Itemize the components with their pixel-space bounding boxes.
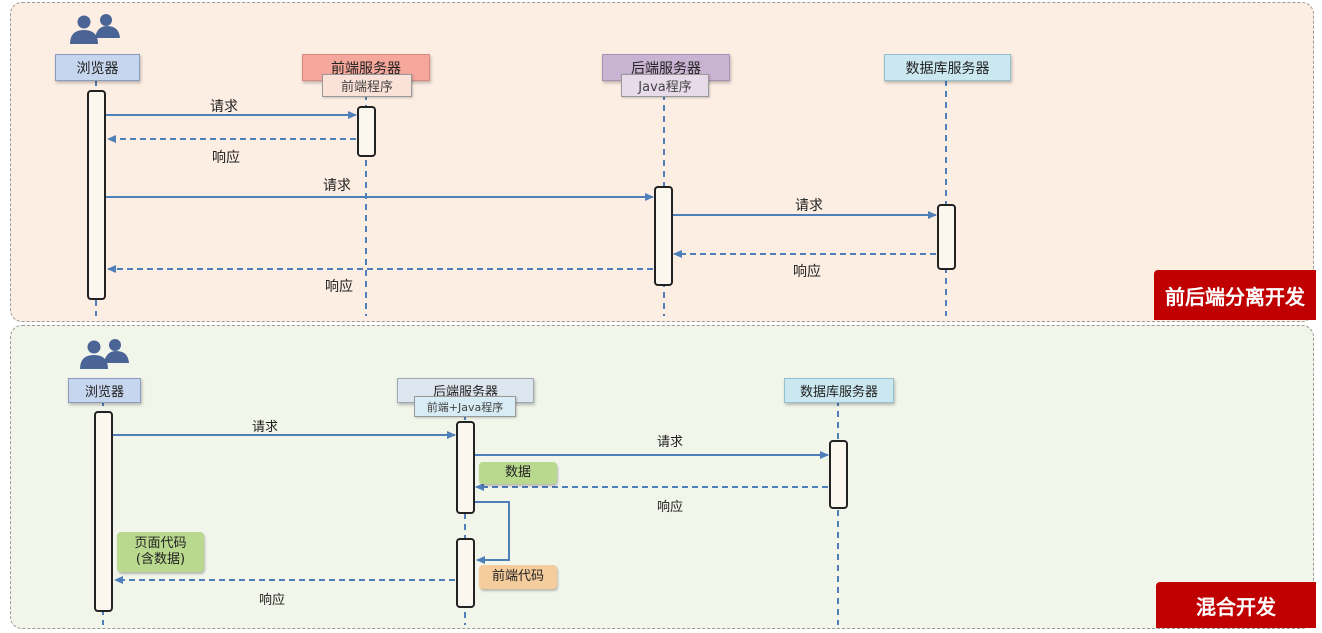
note-page-code-line1: 页面代码 (134, 536, 187, 551)
activation-db-server (829, 440, 848, 509)
backend-program-box: 前端+Java程序 (414, 396, 516, 417)
hybrid-dev-panel (10, 325, 1314, 629)
users-icon (80, 339, 129, 369)
activation-backend-server-2 (456, 538, 475, 608)
label-top-resp1: 响应 (212, 150, 240, 166)
browser-box: 浏览器 (55, 54, 140, 81)
note-page-code-line2: (含数据) (135, 552, 186, 567)
badge-hybrid-dev: 混合开发 (1156, 582, 1316, 628)
label-bottom-resp2: 响应 (657, 500, 684, 515)
label-top-resp2: 响应 (325, 279, 353, 295)
note-data: 数据 (479, 462, 557, 484)
activation-frontend-server (357, 106, 376, 157)
activation-browser (94, 411, 113, 612)
label-top-req2: 请求 (323, 178, 351, 194)
label-top-resp3: 响应 (793, 264, 821, 280)
db-server-box: 数据库服务器 (884, 54, 1011, 81)
note-page-code: 页面代码 (含数据) (117, 532, 204, 572)
note-frontend-code: 前端代码 (479, 565, 557, 589)
arrow-bottom-self (475, 501, 510, 564)
label-bottom-resp1: 响应 (259, 593, 286, 608)
users-icon (70, 14, 120, 44)
activation-browser (87, 90, 106, 300)
db-server-box: 数据库服务器 (784, 378, 894, 403)
badge-separated-dev: 前后端分离开发 (1154, 270, 1316, 320)
label-bottom-req2: 请求 (657, 435, 684, 450)
label-bottom-req1: 请求 (252, 420, 279, 435)
activation-backend-server-1 (456, 421, 475, 514)
label-top-req3: 请求 (795, 198, 823, 214)
backend-program-box: Java程序 (621, 74, 709, 97)
frontend-program-box: 前端程序 (322, 74, 412, 97)
activation-backend-server (654, 186, 673, 286)
label-top-req1: 请求 (210, 99, 238, 115)
browser-box: 浏览器 (68, 378, 141, 403)
activation-db-server (937, 204, 956, 270)
